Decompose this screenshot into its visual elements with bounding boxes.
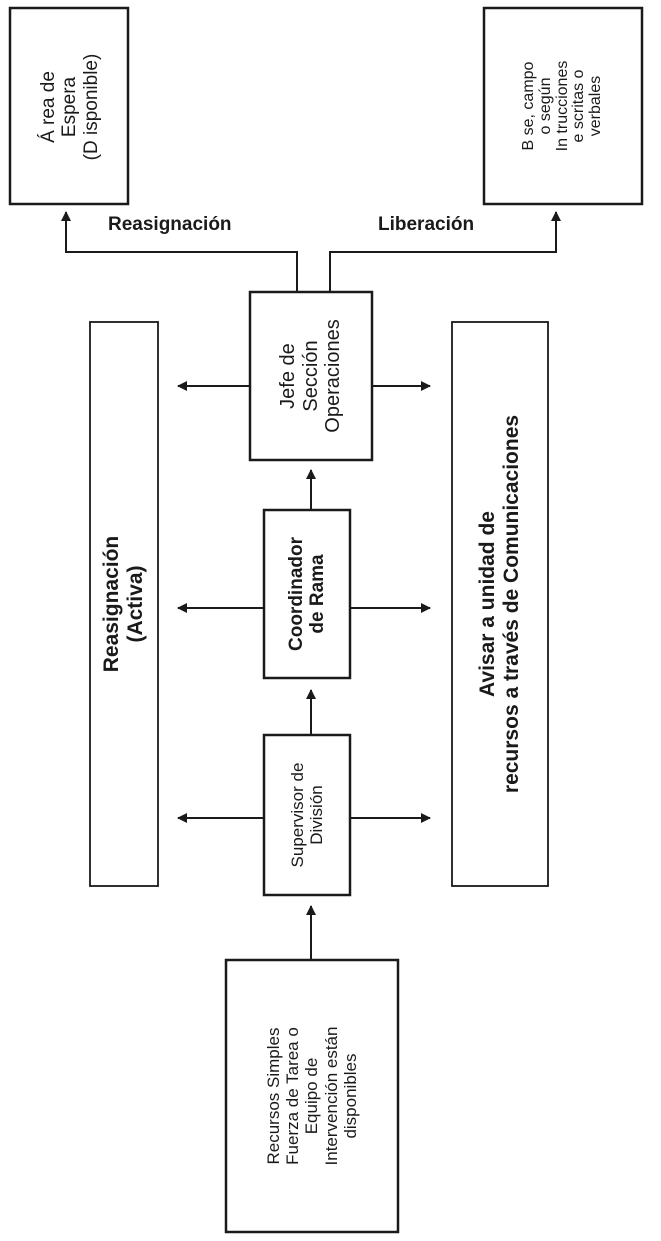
top-left-box-text: Á rea de Espera (D isponible) <box>38 53 102 161</box>
arrow-liberacion <box>329 211 561 292</box>
arrow-reasignacion <box>61 211 298 292</box>
bottom-box-text: Recursos Simples Fuerza de Tarea o Equip… <box>264 1026 360 1166</box>
top-right-box-text: B se, campo o según In trucciones e scri… <box>520 60 605 152</box>
left-panel-frame <box>89 321 159 887</box>
right-panel-text: Avisar a unidad de recursos a través de … <box>476 414 523 794</box>
coordinador-box-text: Coordinador de Rama <box>285 537 328 651</box>
coordinador-box-frame <box>262 508 352 680</box>
right-panel-frame <box>451 321 549 887</box>
supervisor-box-frame <box>262 733 352 897</box>
liberacion-label: Liberación <box>378 214 475 235</box>
top-right-box-frame <box>482 6 644 206</box>
reasignacion-label: Reasignación <box>108 214 232 235</box>
supervisor-box-text: Supervisor de División <box>287 762 326 868</box>
left-panel-text: Reasignación (Activa) <box>100 535 147 673</box>
top-left-box-frame <box>8 6 130 206</box>
jefe-box-text: Jefe de Sección Operaciones <box>277 319 345 433</box>
jefe-box-frame <box>248 290 374 462</box>
